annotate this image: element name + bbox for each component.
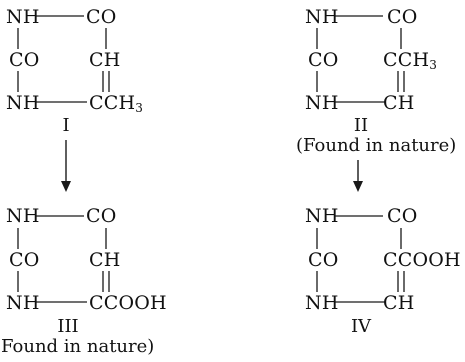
reaction-arrow-head [353, 181, 363, 192]
atom-nh-bottom: NH [305, 92, 339, 114]
structure-label: III [57, 316, 79, 337]
structure-label: IV [350, 316, 372, 337]
atom-c-right-sub: 3 [429, 58, 438, 72]
structure-label: II [353, 115, 369, 136]
atom-nh-bottom: NH [305, 292, 339, 314]
atom-nh-top: NH [6, 205, 40, 227]
atom-c-bottom-main: CH [383, 92, 415, 114]
atom-co-left: CO [9, 249, 40, 271]
structure-note: (Found in nature) [0, 336, 155, 357]
atom-c-bottom: CCH3 [89, 92, 144, 115]
atom-c-right: CH [89, 51, 121, 71]
atom-c-right-main: CH [89, 249, 121, 271]
reaction-arrow-head [61, 181, 71, 192]
atom-c-right: CCH3 [383, 49, 438, 72]
structure-label: I [62, 115, 70, 136]
atom-c-right: CH [89, 251, 121, 271]
atom-c-right-main: CH [89, 49, 121, 71]
structure-note: (Found in nature) [296, 135, 457, 156]
atom-c-bottom: CH [383, 94, 415, 114]
atom-nh-top: NH [305, 205, 339, 227]
atom-co-top: CO [387, 205, 418, 227]
atom-c-bottom-main: CCH [89, 92, 136, 114]
atom-co-left: CO [308, 249, 339, 271]
atom-nh-bottom: NH [6, 92, 40, 114]
atom-nh-top: NH [6, 6, 40, 28]
atom-co-top: CO [86, 205, 117, 227]
atom-c-right: CCOOH [383, 251, 461, 271]
atom-co-top: CO [86, 6, 117, 28]
atom-nh-bottom: NH [6, 292, 40, 314]
atom-c-bottom: CCOOH [89, 294, 167, 314]
atom-c-right-main: CCH [383, 49, 430, 71]
atom-c-right-main: CCOOH [383, 249, 461, 271]
atom-co-top: CO [387, 6, 418, 28]
atom-c-bottom: CH [383, 294, 415, 314]
atom-c-bottom-main: CH [383, 292, 415, 314]
atom-co-left: CO [9, 49, 40, 71]
atom-nh-top: NH [305, 6, 339, 28]
atom-c-bottom-sub: 3 [135, 101, 144, 115]
atom-c-bottom-main: CCOOH [89, 292, 167, 314]
atom-co-left: CO [308, 49, 339, 71]
